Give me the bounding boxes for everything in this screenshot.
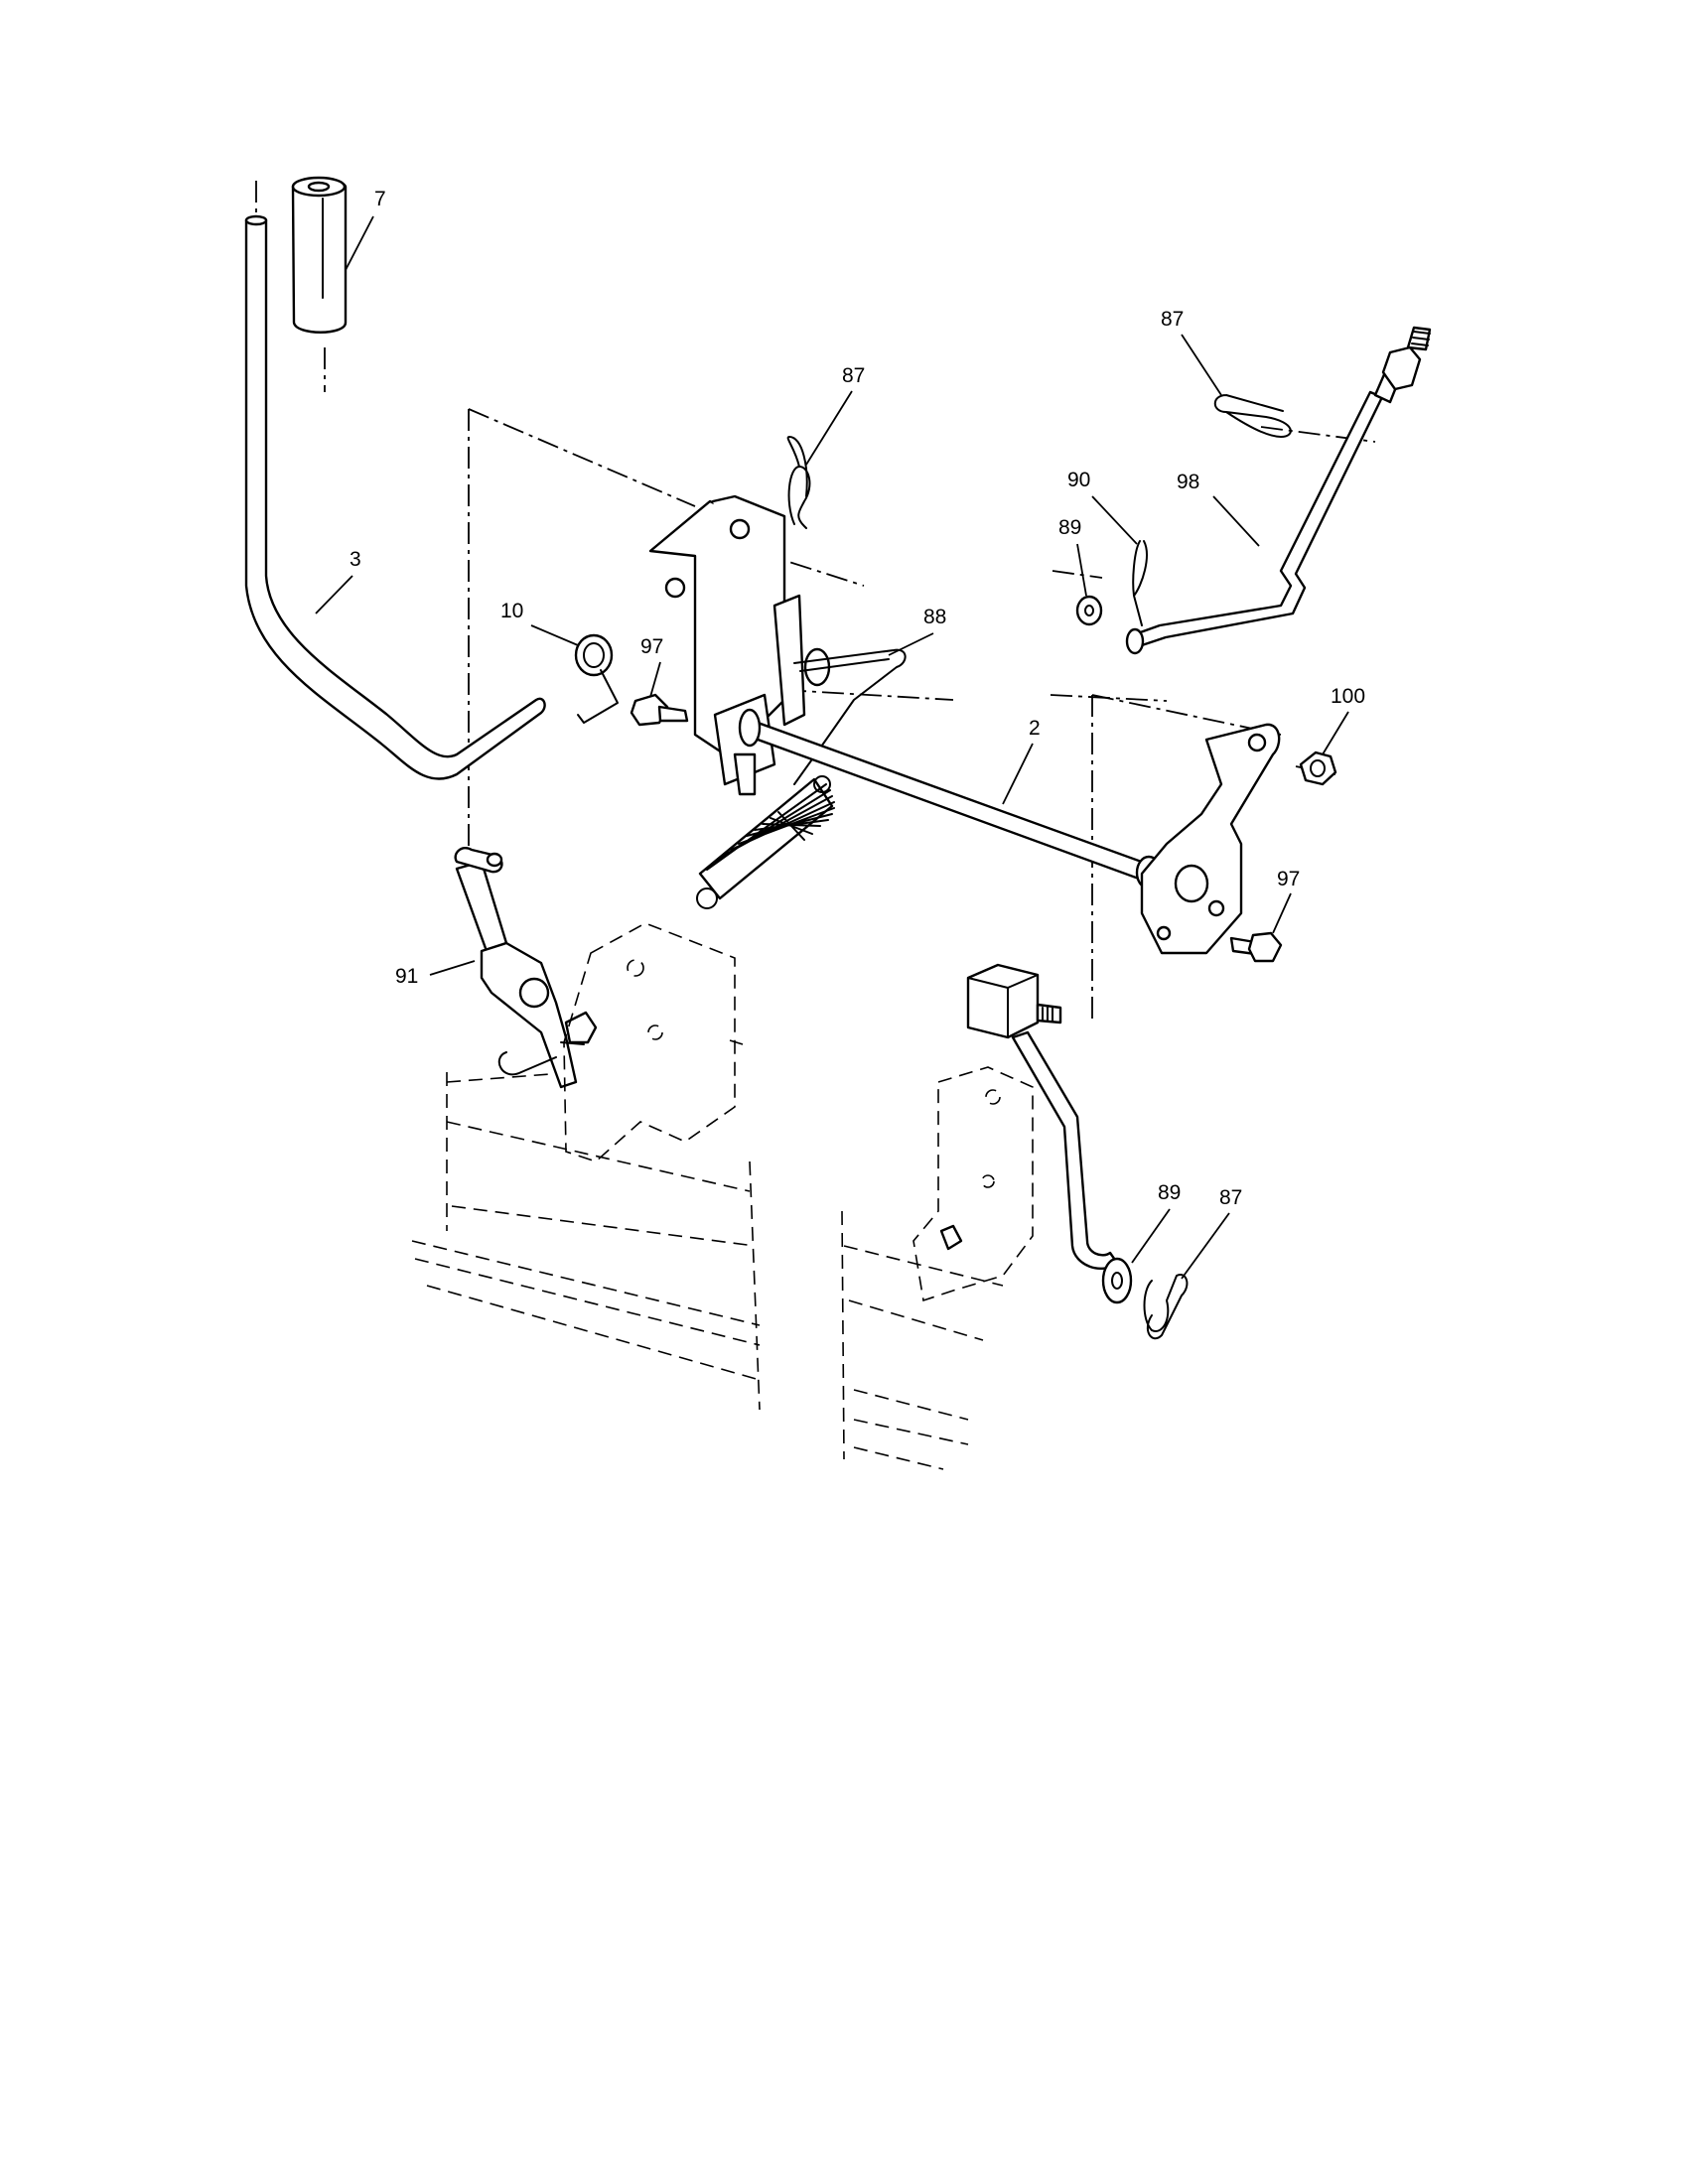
handle-grip-7 xyxy=(291,176,348,334)
callout-89-lower: 89 xyxy=(1158,1181,1181,1204)
callout-87-top: 87 xyxy=(842,364,865,387)
bolt-97-left xyxy=(630,693,689,727)
lift-link-91 xyxy=(454,847,598,1089)
lift-bracket xyxy=(648,494,831,796)
callout-87-lower: 87 xyxy=(1219,1186,1242,1209)
washer-89-upper xyxy=(1075,595,1103,626)
callout-labels: 7 3 10 97 87 88 2 91 87 90 98 89 100 97 … xyxy=(350,188,1365,1209)
washer-89-lower xyxy=(1101,1257,1133,1304)
bolt-97-right xyxy=(1229,931,1283,963)
extension-spring xyxy=(696,775,835,909)
callout-98: 98 xyxy=(1177,471,1199,493)
leader-lines xyxy=(315,215,1349,1280)
right-deck-hanger xyxy=(912,1066,1034,1302)
callout-97-left: 97 xyxy=(640,635,663,658)
link-rod-88 xyxy=(793,648,907,785)
callout-7: 7 xyxy=(374,188,386,210)
mower-deck-right xyxy=(841,1210,1004,1470)
cotter-pin-90 xyxy=(1132,540,1148,626)
front-hanger-link xyxy=(966,963,1119,1271)
callout-3: 3 xyxy=(350,548,361,571)
hairpin-clip-87-lower xyxy=(1143,1274,1189,1340)
callout-97-right: 97 xyxy=(1277,868,1300,890)
hairpin-clip-87-top xyxy=(786,436,811,529)
left-deck-hanger xyxy=(563,922,744,1162)
adjustment-rod-98 xyxy=(1125,326,1432,655)
torsion-spring-10 xyxy=(574,633,619,724)
callout-2: 2 xyxy=(1029,717,1041,740)
mower-deck-left xyxy=(411,1071,761,1411)
callout-100: 100 xyxy=(1331,685,1365,708)
callout-87-upper-right: 87 xyxy=(1161,308,1184,331)
callout-90: 90 xyxy=(1067,469,1090,491)
callout-91: 91 xyxy=(395,965,418,988)
callout-88: 88 xyxy=(923,606,946,628)
callout-10: 10 xyxy=(500,600,523,622)
callout-89-upper: 89 xyxy=(1058,516,1081,539)
lift-handle-3 xyxy=(244,214,546,780)
nut-100 xyxy=(1299,751,1337,786)
right-lift-bracket xyxy=(1140,723,1281,955)
hairpin-clip-87-upper-right xyxy=(1213,394,1292,438)
